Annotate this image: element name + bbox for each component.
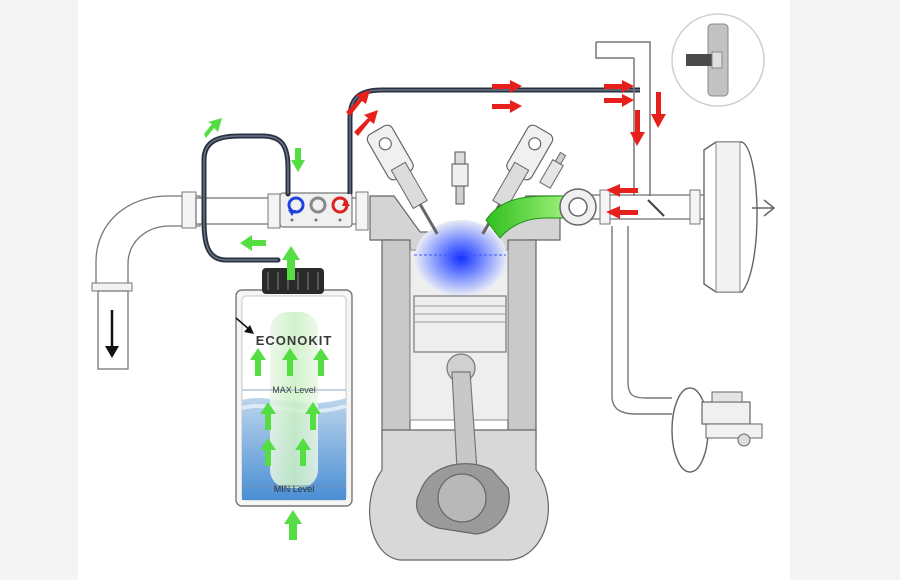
green-arrow-tank-4 <box>260 402 276 430</box>
t-fitting-inset <box>671 13 765 107</box>
green-arrow-tank-7 <box>295 438 311 466</box>
red-arrow-top-3 <box>604 80 634 93</box>
red-arrow-down-2 <box>651 92 666 128</box>
exhaust-valve-right <box>481 124 554 235</box>
exhaust-flow-arrow <box>105 310 119 358</box>
red-arrow-hose-rise-2 <box>354 110 378 136</box>
air-filter <box>703 141 776 293</box>
connecting-rod <box>446 353 479 489</box>
injector <box>539 151 567 189</box>
crankshaft <box>416 463 510 535</box>
intake-valve-left <box>366 124 439 235</box>
green-arrow-tank-bottom <box>284 510 302 540</box>
intake-pipe <box>589 189 711 225</box>
tank-cap <box>262 268 324 294</box>
green-arrow-tank-left <box>240 235 266 251</box>
green-arrow-loop-top <box>204 118 222 138</box>
green-arrow-cap-up <box>282 246 300 280</box>
combustion-glow <box>415 220 507 296</box>
green-arrow-tank-1 <box>250 348 266 376</box>
red-arrow-hose-rise-1 <box>346 90 370 116</box>
red-arrow-top-1 <box>492 80 522 93</box>
max-level-label: MAX Level <box>272 385 316 395</box>
green-arrow-tank-3 <box>313 348 329 376</box>
heat-exchanger <box>279 192 353 228</box>
green-arrow-tank-6 <box>260 438 276 466</box>
green-arrow-tank-5 <box>305 402 321 430</box>
green-arrow-exchanger-in <box>291 148 305 172</box>
vacuum-line <box>611 226 672 415</box>
econokit-tank <box>235 289 353 507</box>
throttle-plate <box>647 199 665 217</box>
red-arrow-top-2 <box>492 100 522 113</box>
red-arrow-down-1 <box>630 110 645 146</box>
min-level-label: MIN Level <box>274 484 315 494</box>
tank-pointer-arrow <box>235 317 254 334</box>
brand-label: ECONOKIT <box>256 333 333 348</box>
red-arrow-intake-2 <box>606 206 638 219</box>
piston <box>413 295 507 353</box>
throttle-body <box>559 188 597 226</box>
green-arrow-tank-2 <box>282 348 298 376</box>
spark-plug <box>451 151 469 205</box>
red-arrow-top-4 <box>604 94 634 107</box>
brake-booster <box>671 387 763 473</box>
exhaust-pipe <box>91 191 201 370</box>
injection-tube <box>595 41 651 196</box>
red-arrow-intake-1 <box>606 184 638 197</box>
